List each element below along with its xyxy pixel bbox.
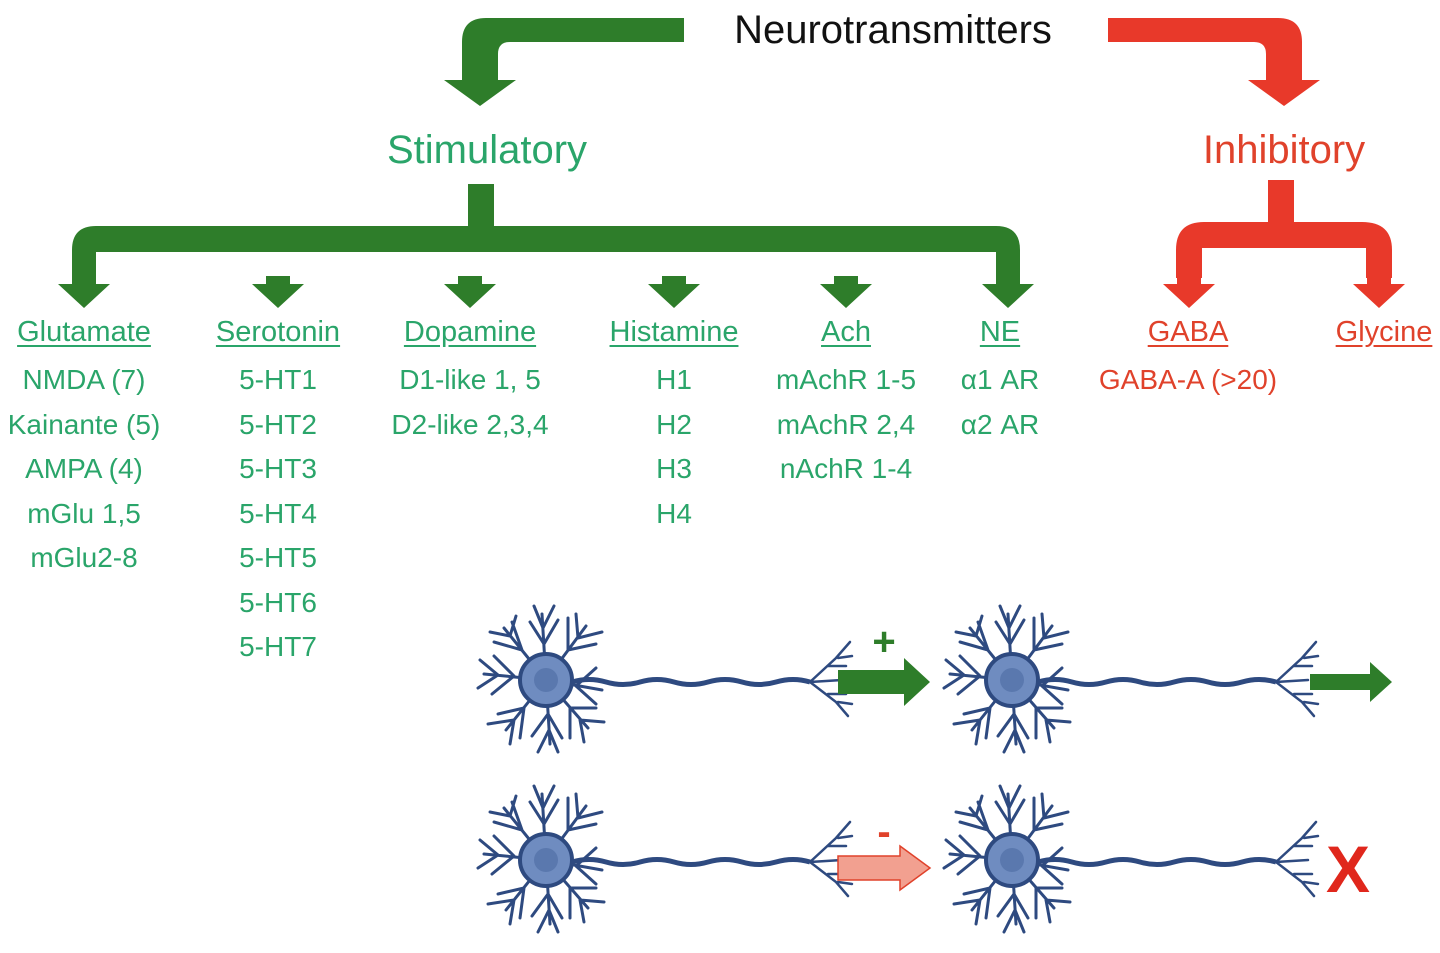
arrowhead-gaba (1163, 276, 1215, 308)
arrowhead-glutamate (58, 276, 110, 308)
group-heading-serotonin: Serotonin (215, 316, 341, 348)
presynaptic-neuron-inhibitory (478, 786, 852, 932)
excitatory-sign: + (872, 620, 896, 664)
arrowhead-ach (820, 276, 872, 308)
group-heading-ach: Ach (821, 316, 871, 348)
arrowhead-ne (982, 276, 1034, 308)
receptor-item: α1 AR (960, 364, 1040, 395)
receptor-item: 5-HT5 (239, 542, 317, 573)
receptor-item: α2 AR (960, 408, 1040, 440)
diagram-title: Neurotransmitters (734, 8, 1052, 52)
receptor-item: 5-HT7 (239, 631, 317, 662)
receptor-item: mGlu 1,5 (27, 497, 141, 529)
receptor-item: mAchR 1-5 (775, 364, 917, 395)
inhibitory-branch-arrowheads (1163, 276, 1405, 308)
arrowhead-serotonin (252, 276, 304, 308)
stimulatory-branch-bracket (72, 184, 1020, 278)
stimulatory-heading: Stimulatory (386, 128, 588, 172)
blocked-signal-x: X (1325, 832, 1371, 906)
postsynaptic-neuron-excitatory (944, 606, 1318, 752)
receptor-item: 5-HT1 (239, 364, 317, 395)
group-heading-histamine: Histamine (609, 316, 739, 348)
receptor-item: 5-HT3 (239, 453, 317, 484)
group-heading-ne: NE (979, 316, 1021, 348)
receptor-item: GABA-A (>20) (1098, 364, 1278, 395)
receptor-item: AMPA (4) (25, 453, 143, 484)
receptor-item: H1 (656, 364, 692, 395)
arrowhead-histamine (648, 276, 700, 308)
receptor-item: D2-like 2,3,4 (391, 408, 549, 440)
stimulatory-connector-arrow (444, 18, 684, 106)
inhibitory-heading: Inhibitory (1202, 128, 1366, 172)
receptor-item: H2 (656, 408, 692, 440)
inhibitory-sign: - (877, 810, 891, 854)
receptor-item: H4 (656, 497, 692, 529)
inhibitory-branch-bracket (1176, 180, 1392, 278)
group-heading-dopamine: Dopamine (403, 316, 537, 348)
group-heading-glutamate: Glutamate (17, 316, 151, 348)
propagated-signal-arrow (1310, 662, 1392, 702)
receptor-item: H3 (656, 453, 692, 484)
arrowhead-dopamine (444, 276, 496, 308)
receptor-item: 5-HT4 (239, 497, 317, 529)
receptor-item: mGlu2-8 (30, 542, 138, 573)
receptor-item: 5-HT6 (239, 586, 317, 618)
receptor-item: Kainante (5) (7, 408, 161, 440)
postsynaptic-neuron-inhibitory (944, 786, 1318, 932)
presynaptic-neuron-excitatory (478, 606, 852, 752)
receptor-item: D1-like 1, 5 (399, 364, 541, 395)
inhibitory-connector-arrow (1108, 18, 1320, 106)
group-heading-glycine: Glycine (1335, 316, 1433, 348)
receptor-item: mAchR 2,4 (776, 408, 916, 440)
receptor-item: NMDA (7) (22, 364, 146, 395)
excitatory-signal-arrow (838, 658, 930, 706)
receptor-item: nAchR 1-4 (779, 453, 913, 484)
receptor-item: 5-HT2 (239, 408, 317, 440)
group-heading-gaba: GABA (1147, 316, 1229, 348)
inhibitory-signal-arrow (837, 844, 932, 892)
arrowhead-glycine (1353, 276, 1405, 308)
stimulatory-branch-arrowheads (58, 276, 1034, 308)
